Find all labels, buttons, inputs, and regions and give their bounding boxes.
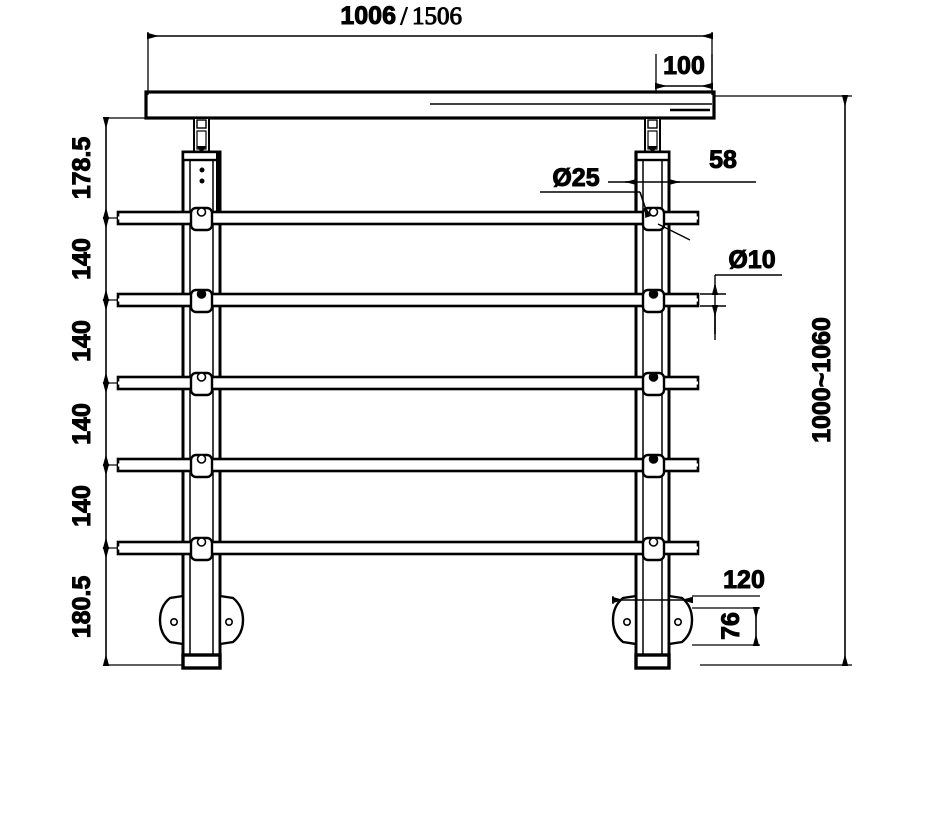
leader-dia25 <box>540 191 691 241</box>
post-right-connector <box>644 117 661 155</box>
cross-bar-3 <box>116 375 700 391</box>
dim-label-width-primary: 1006 <box>340 2 396 30</box>
rail-fitting-left-2 <box>189 288 214 314</box>
post-right <box>634 117 671 670</box>
cross-bars <box>116 210 700 556</box>
cross-bar-5 <box>116 540 700 556</box>
rail-fitting-left-5 <box>189 536 214 562</box>
rail-fitting-left-1 <box>189 206 214 232</box>
dim-label-width-separator: / <box>401 3 408 30</box>
dim-label-rail5-to-base: 180.5 <box>68 576 96 639</box>
dim-label-dia10: Ø10 <box>728 246 775 274</box>
dim-label-top-to-rail1: 178.5 <box>68 137 96 200</box>
dim-label-baseplate-depth: 76 <box>717 612 745 640</box>
rail-fitting-right-5 <box>641 536 666 562</box>
post-left <box>181 117 222 670</box>
dim-label-overall-height: 1000~1060 <box>808 317 836 443</box>
dim-label-spacing-1: 140 <box>68 238 96 280</box>
baseplate-left <box>158 594 245 646</box>
dim-overall-height <box>700 95 852 666</box>
dim-label-post-width: 58 <box>709 146 737 174</box>
dim-label-spacing-3: 140 <box>68 403 96 445</box>
rail-fitting-right-3 <box>641 371 666 397</box>
handrail <box>144 90 716 120</box>
dim-baseplate-width <box>612 595 760 604</box>
rail-fitting-left-4 <box>189 453 214 479</box>
dim-dia10 <box>700 274 782 340</box>
dim-label-baseplate-width: 120 <box>723 566 765 594</box>
dimension-annotations: 1006 / 1506 100 178.5 <box>68 2 852 666</box>
dim-label-handrail-overhang: 100 <box>663 52 705 80</box>
dim-label-spacing-2: 140 <box>68 320 96 362</box>
dim-left-chain <box>102 117 183 666</box>
dim-handrail-overhang <box>655 54 713 92</box>
dim-label-dia25: Ø25 <box>552 164 599 192</box>
rail-fittings <box>189 206 666 562</box>
dim-label-spacing-4: 140 <box>68 485 96 527</box>
post-left-connector <box>193 117 210 155</box>
rail-fitting-left-3 <box>189 371 214 397</box>
dim-label-width-secondary: 1506 <box>412 3 462 30</box>
dim-baseplate-depth <box>692 607 760 646</box>
baseplate-right <box>611 594 694 646</box>
cross-bar-4 <box>116 457 700 473</box>
rail-fitting-right-2 <box>641 288 666 314</box>
railing-geometry <box>116 90 716 670</box>
dim-top-width <box>147 32 713 95</box>
rail-fitting-right-4 <box>641 453 666 479</box>
